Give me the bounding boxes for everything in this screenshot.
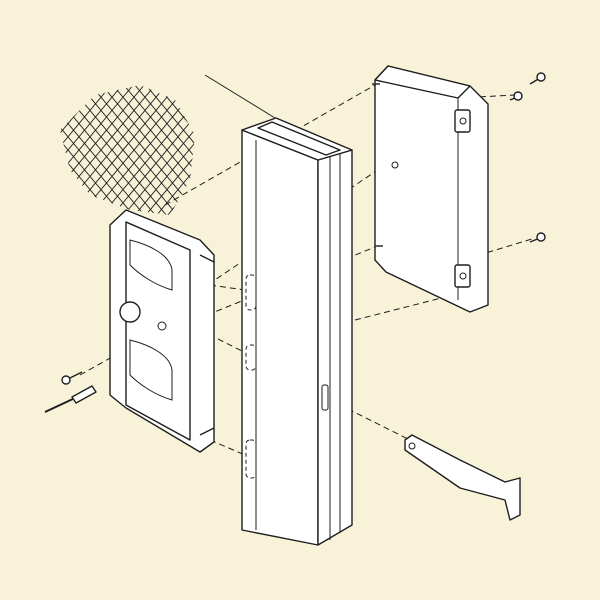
screw-icon <box>529 232 546 243</box>
front-bracket <box>109 209 215 453</box>
screw-icon <box>509 91 523 101</box>
post <box>241 117 353 546</box>
mesh-wire <box>60 85 195 215</box>
wire-mesh <box>60 85 195 215</box>
screw-icon <box>61 371 83 385</box>
mesh-wire <box>60 85 195 215</box>
leader-line <box>204 74 276 119</box>
mesh-wire <box>60 85 195 215</box>
mesh-wire <box>63 85 195 215</box>
mesh-wire <box>60 85 195 215</box>
mesh-wire <box>60 85 195 215</box>
mesh-wire <box>60 85 195 215</box>
rear-plate <box>372 65 489 313</box>
mesh-wire <box>60 85 194 215</box>
mesh-wire <box>60 85 195 215</box>
mesh-wire <box>60 85 195 215</box>
mesh-wire <box>60 85 195 215</box>
screws <box>44 72 546 413</box>
mesh-wire <box>60 85 195 215</box>
wall-anchor <box>44 385 97 413</box>
screw-icon <box>529 72 546 85</box>
latch-bar <box>404 434 521 521</box>
